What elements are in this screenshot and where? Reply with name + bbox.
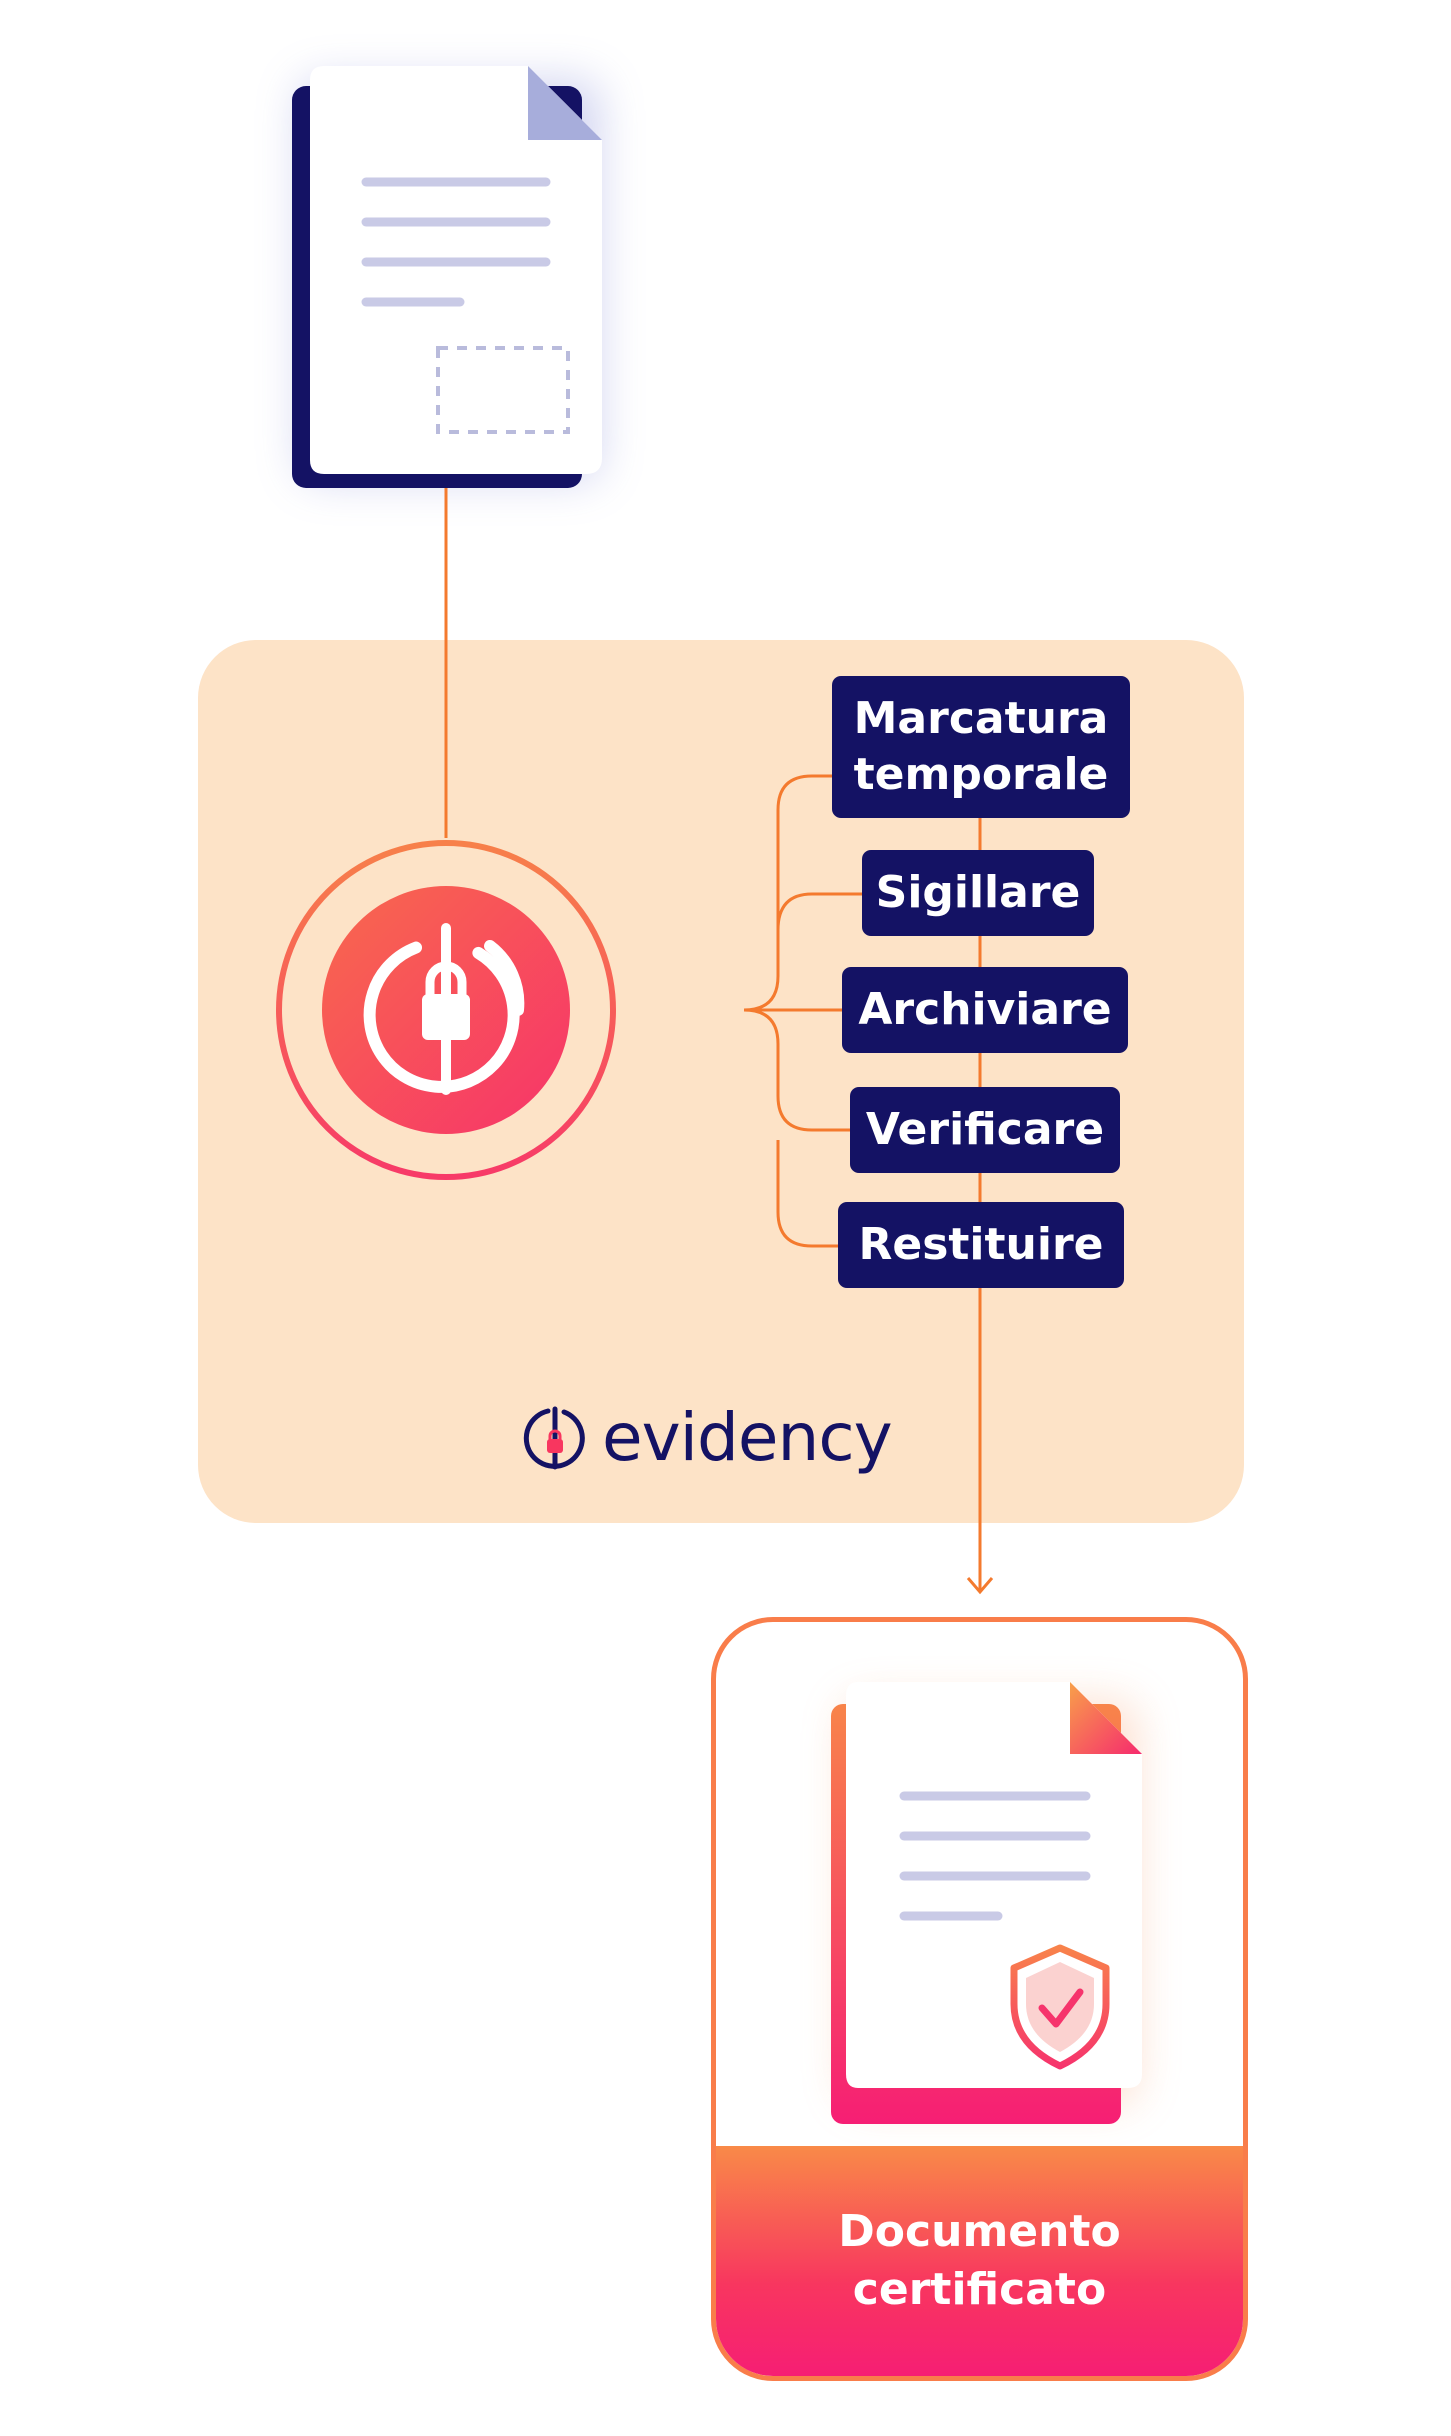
step-label: Verificare xyxy=(865,1104,1105,1155)
step-sigillare: Sigillare xyxy=(862,850,1094,936)
source-document-icon xyxy=(292,66,602,488)
certified-document-icon xyxy=(831,1682,1142,2124)
evidency-wordmark: evidency xyxy=(602,1399,893,1476)
label-line1: Documento xyxy=(838,2206,1121,2257)
evidency-lock-icon xyxy=(276,840,616,1180)
step-label-line2: temporale xyxy=(853,749,1109,800)
evidency-logo: evidency xyxy=(520,1398,893,1478)
certified-document-label: Documento certificato xyxy=(838,2203,1120,2319)
step-verificare: Verificare xyxy=(850,1087,1120,1173)
step-restituire: Restituire xyxy=(838,1202,1124,1288)
step-label: Restituire xyxy=(858,1219,1104,1270)
shield-check-icon xyxy=(1010,1944,1110,2070)
arrow-head xyxy=(966,1577,994,1595)
certified-document-label-bar: Documento certificato xyxy=(716,2146,1243,2376)
certified-document-card: Documento certificato xyxy=(711,1617,1248,2381)
step-label: Sigillare xyxy=(875,867,1081,918)
step-marcatura-temporale: Marcatura temporale xyxy=(832,676,1130,818)
branch-connectors xyxy=(743,774,982,1590)
step-archiviare: Archiviare xyxy=(842,967,1128,1053)
step-label-line1: Marcatura xyxy=(853,693,1109,744)
evidency-logo-icon xyxy=(523,1406,585,1470)
step-label: Archiviare xyxy=(858,984,1112,1035)
label-line2: certificato xyxy=(852,2264,1107,2315)
